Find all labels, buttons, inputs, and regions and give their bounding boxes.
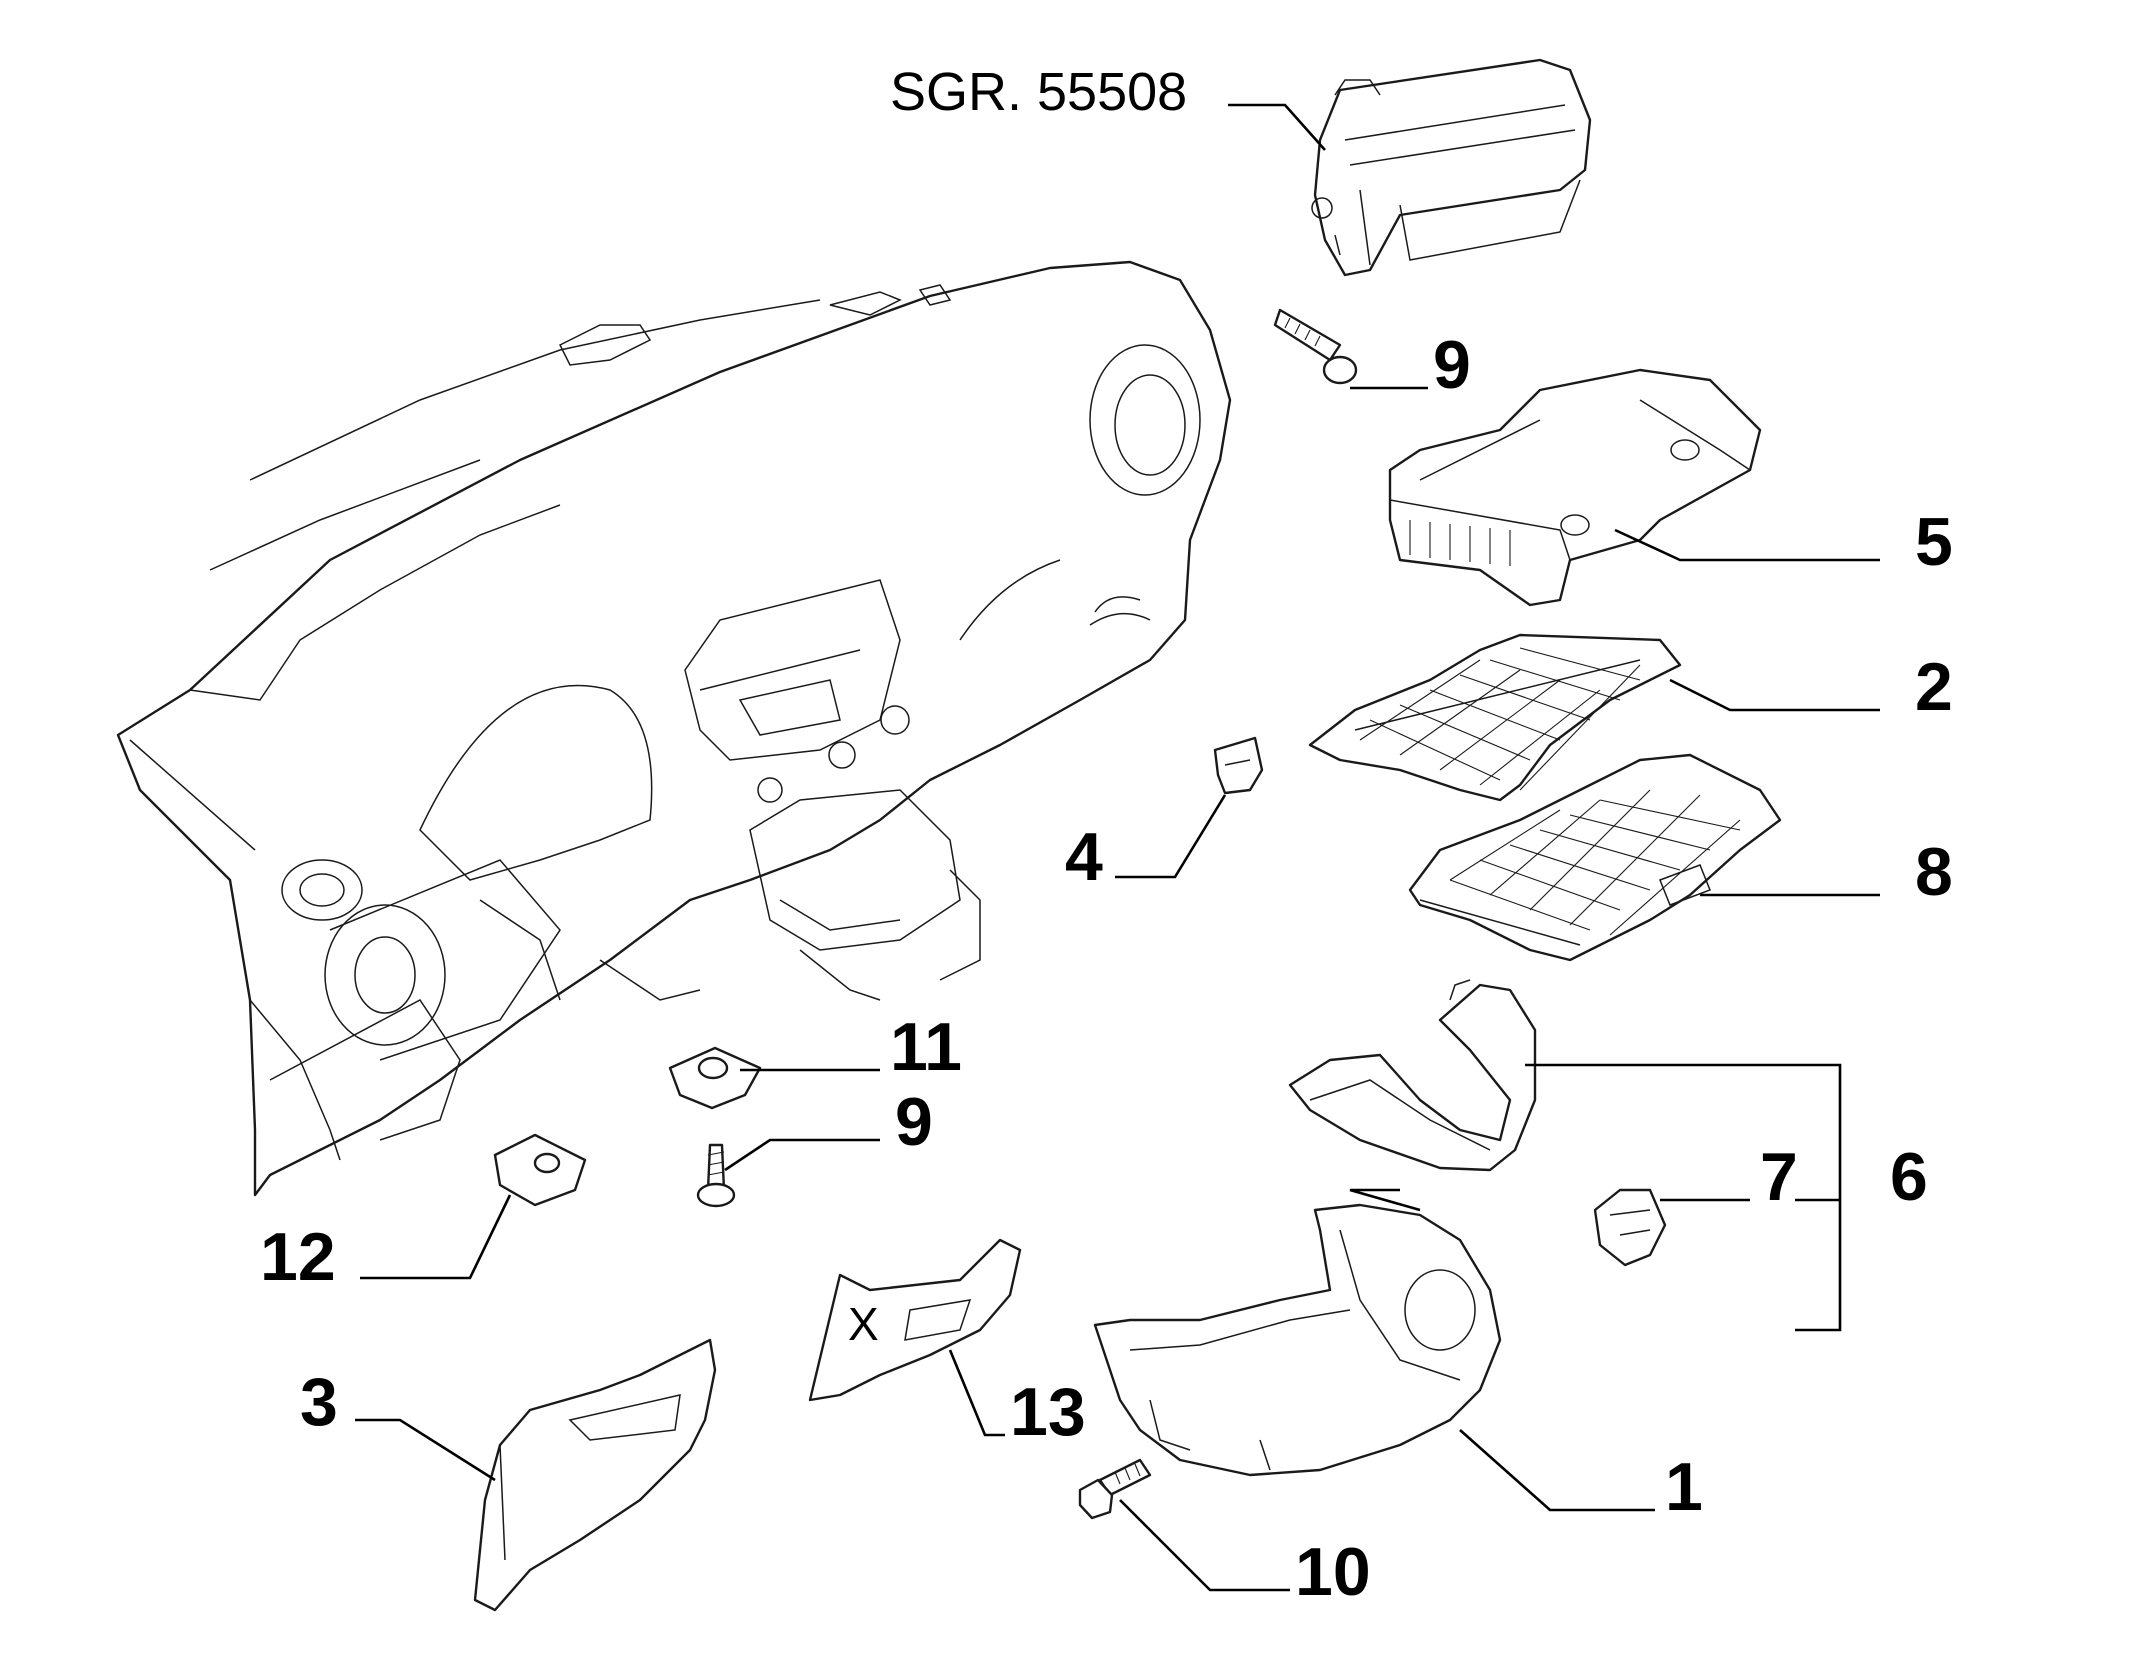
clip-part-12 <box>493 1133 587 1207</box>
callout-4: 4 <box>1065 819 1103 895</box>
column-cover-lower-part-1 <box>1093 1203 1502 1477</box>
panel-x-mark: X <box>848 1298 879 1350</box>
glovebox-liner-part-2 <box>1308 633 1682 802</box>
glovebox-housing-part-5 <box>1388 368 1762 607</box>
callout-9-mid: 9 <box>895 1084 933 1160</box>
clip-part-4 <box>1213 736 1264 795</box>
callout-1: 1 <box>1665 1449 1703 1525</box>
callout-9-top: 9 <box>1433 327 1471 403</box>
callout-6: 6 <box>1890 1139 1928 1215</box>
bracket-part-6 <box>1593 1188 1667 1267</box>
callout-3: 3 <box>300 1364 338 1440</box>
callout-12: 12 <box>260 1219 336 1295</box>
screw-part-9-mid <box>696 1143 736 1208</box>
callout-8: 8 <box>1915 834 1953 910</box>
passenger-airbag-module <box>1311 58 1592 277</box>
leader-lines <box>355 103 1880 1592</box>
callout-11: 11 <box>890 1009 962 1085</box>
callout-13: 13 <box>1010 1374 1086 1450</box>
callout-2: 2 <box>1915 649 1953 725</box>
trim-panel-part-13 <box>808 1238 1022 1402</box>
screw-part-9-top <box>1273 308 1358 385</box>
dashboard-panel <box>116 260 1232 1197</box>
callout-7: 7 <box>1760 1139 1798 1215</box>
nut-clip-part-11 <box>668 1046 762 1110</box>
bolt-part-10 <box>1078 1458 1152 1520</box>
lower-panel-part-3 <box>473 1338 717 1612</box>
callout-5: 5 <box>1915 504 1953 580</box>
reference-label-sgr: SGR. 55508 <box>890 62 1187 122</box>
callout-10: 10 <box>1295 1534 1371 1610</box>
column-cover-upper-part-7 <box>1288 979 1537 1172</box>
glovebox-door-part-8 <box>1408 753 1782 962</box>
